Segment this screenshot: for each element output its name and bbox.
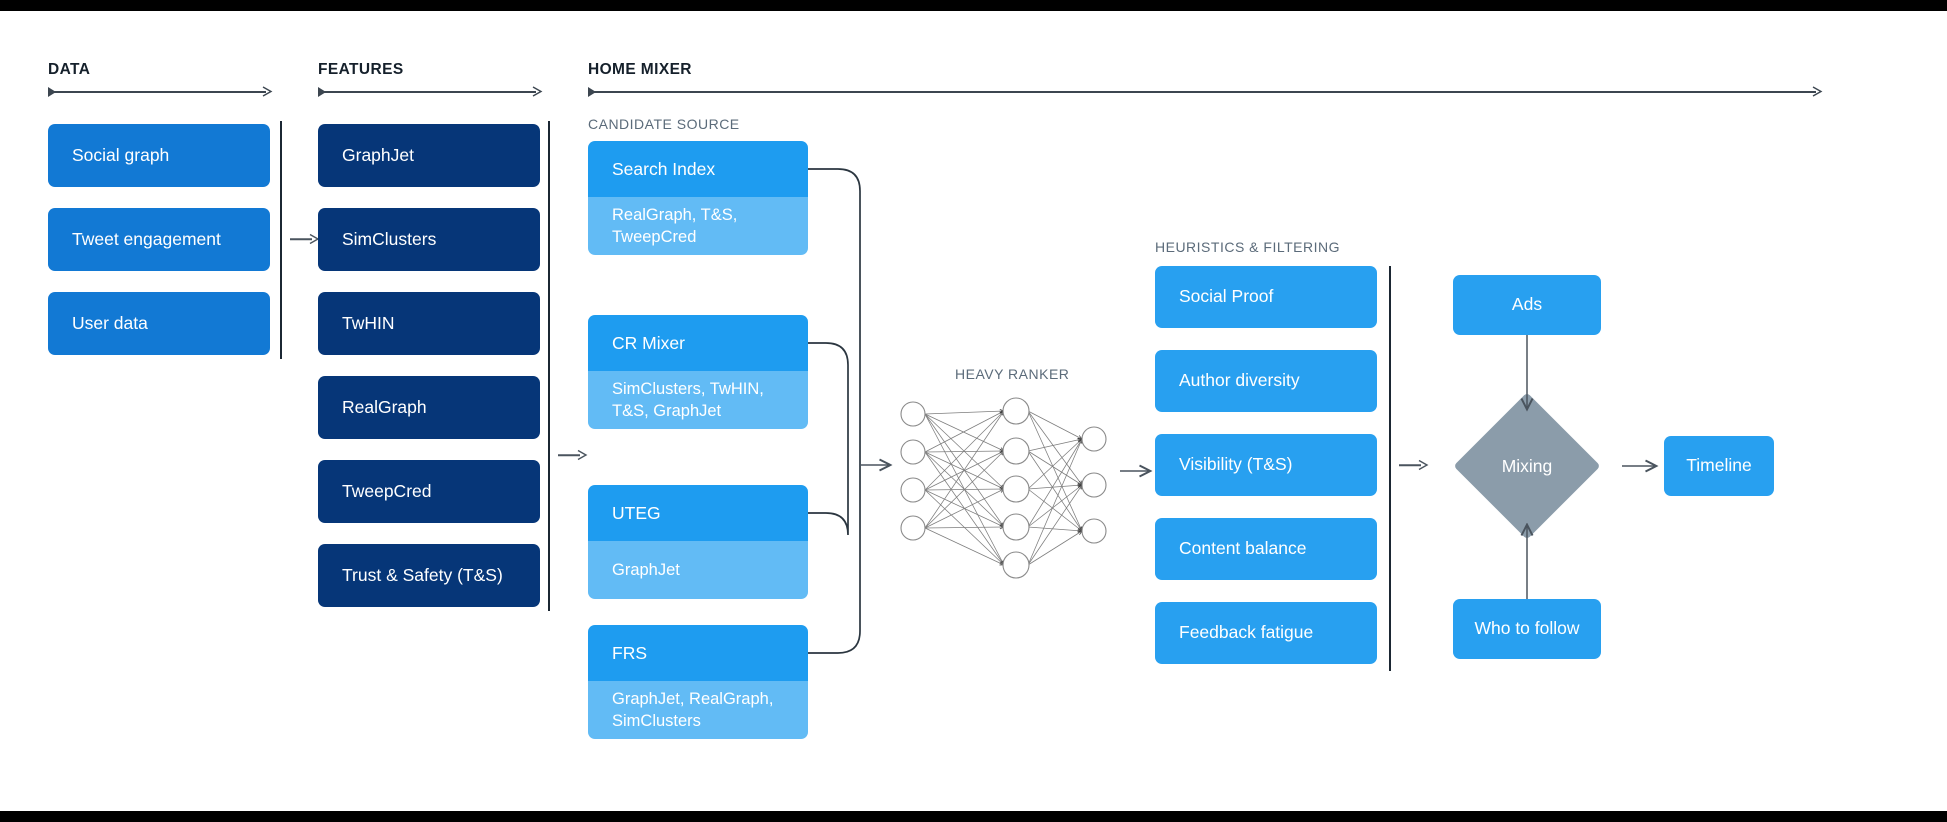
output-box-label: Timeline	[1686, 455, 1752, 476]
feature-box-label: SimClusters	[342, 228, 437, 249]
heuristic-box-label: Author diversity	[1179, 370, 1300, 391]
feature-box-tweepcred[interactable]: TweepCred	[318, 460, 540, 523]
data-box-label: User data	[72, 312, 148, 333]
flow-arrow-heuristics-to-mixing	[1399, 459, 1429, 471]
divider-heuristics-mixing	[1389, 266, 1391, 671]
candidate-source-features: GraphJet	[588, 541, 808, 599]
header-arrow-home-mixer	[588, 86, 1823, 98]
divider-features-home-mixer	[548, 121, 550, 611]
candidate-source-name: CR Mixer	[588, 315, 808, 371]
heuristic-box-visibility[interactable]: Visibility (T&S)	[1155, 434, 1377, 496]
data-box-user-data[interactable]: User data	[48, 292, 270, 355]
feature-box-simclusters[interactable]: SimClusters	[318, 208, 540, 271]
feature-box-label: TwHIN	[342, 312, 395, 333]
column-title-home-mixer: HOME MIXER	[588, 61, 692, 78]
heuristic-box-label: Feedback fatigue	[1179, 622, 1314, 643]
column-title-features: FEATURES	[318, 61, 404, 78]
output-box-label: Who to follow	[1474, 618, 1580, 639]
output-box-label: Ads	[1511, 294, 1543, 315]
heuristic-box-social-proof[interactable]: Social Proof	[1155, 266, 1377, 328]
column-title-data: DATA	[48, 61, 91, 78]
candidate-source-name: Search Index	[588, 141, 808, 197]
candidate-source-card-search-index[interactable]: Search Index RealGraph, T&S, TweepCred	[588, 141, 808, 255]
candidate-source-card-uteg[interactable]: UTEG GraphJet	[588, 485, 808, 599]
data-box-social-graph[interactable]: Social graph	[48, 124, 270, 187]
feature-box-trust-safety[interactable]: Trust & Safety (T&S)	[318, 544, 540, 607]
feature-box-label: Trust & Safety (T&S)	[342, 564, 503, 585]
section-title-heavy-ranker: HEAVY RANKER	[955, 366, 1070, 382]
heuristic-box-label: Visibility (T&S)	[1179, 454, 1293, 475]
section-title-heuristics: HEURISTICS & FILTERING	[1155, 239, 1340, 255]
data-box-label: Social graph	[72, 144, 170, 165]
candidate-source-connectors	[808, 168, 861, 654]
header-arrow-features	[318, 86, 543, 98]
candidate-source-features: RealGraph, T&S, TweepCred	[588, 197, 808, 255]
section-title-candidate-source: CANDIDATE SOURCE	[588, 116, 740, 132]
connector-overlay	[808, 168, 1947, 654]
feature-box-label: GraphJet	[342, 144, 414, 165]
candidate-source-name: UTEG	[588, 485, 808, 541]
heavy-ranker-network	[900, 397, 1107, 579]
data-box-tweet-engagement[interactable]: Tweet engagement	[48, 208, 270, 271]
candidate-source-features: GraphJet, RealGraph, SimClusters	[588, 681, 808, 739]
candidate-source-card-frs[interactable]: FRS GraphJet, RealGraph, SimClusters	[588, 625, 808, 739]
heuristic-box-content-balance[interactable]: Content balance	[1155, 518, 1377, 580]
data-box-label: Tweet engagement	[72, 228, 221, 249]
heuristic-box-feedback-fatigue[interactable]: Feedback fatigue	[1155, 602, 1377, 664]
heuristic-box-author-diversity[interactable]: Author diversity	[1155, 350, 1377, 412]
flow-arrow-data-to-features	[290, 233, 320, 245]
mixing-label: Mixing	[1501, 455, 1553, 476]
heuristic-box-label: Content balance	[1179, 538, 1307, 559]
candidate-source-name: FRS	[588, 625, 808, 681]
flow-arrow-features-to-mixer	[558, 449, 588, 461]
output-box-timeline[interactable]: Timeline	[1664, 436, 1774, 496]
diagram-canvas: DATA FEATURES HOME MIXER Social graph Tw…	[0, 11, 1947, 811]
feature-box-graphjet[interactable]: GraphJet	[318, 124, 540, 187]
heuristic-box-label: Social Proof	[1179, 286, 1274, 307]
feature-box-realgraph[interactable]: RealGraph	[318, 376, 540, 439]
divider-data-features	[280, 121, 282, 359]
candidate-source-features: SimClusters, TwHIN, T&S, GraphJet	[588, 371, 808, 429]
feature-box-label: RealGraph	[342, 396, 427, 417]
feature-box-label: TweepCred	[342, 480, 432, 501]
feature-box-twhin[interactable]: TwHIN	[318, 292, 540, 355]
header-arrow-data	[48, 86, 273, 98]
output-box-ads[interactable]: Ads	[1453, 275, 1601, 335]
output-box-who-to-follow[interactable]: Who to follow	[1453, 599, 1601, 659]
candidate-source-card-cr-mixer[interactable]: CR Mixer SimClusters, TwHIN, T&S, GraphJ…	[588, 315, 808, 429]
